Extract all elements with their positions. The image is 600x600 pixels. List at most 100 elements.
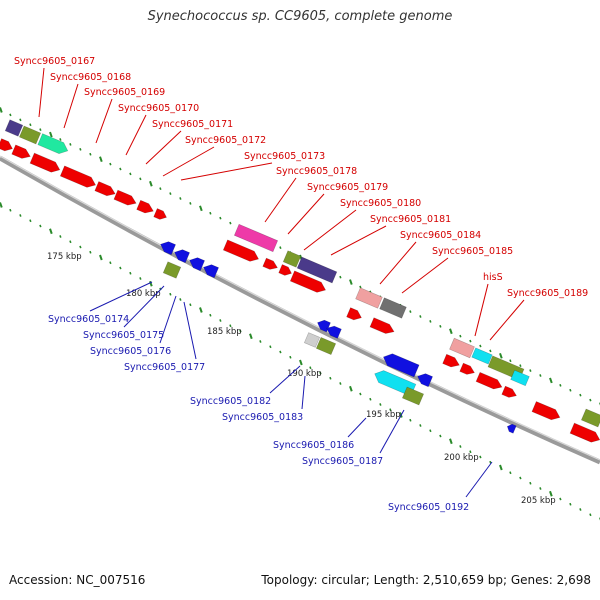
gene-feature[interactable] [94, 181, 117, 198]
tick-mark [129, 172, 132, 176]
tick-mark [489, 460, 492, 464]
gene-feature[interactable] [442, 353, 462, 369]
gene-label[interactable]: Syncc9605_0170 [118, 103, 199, 114]
tick-mark [569, 502, 572, 506]
genome-backbone [0, 155, 600, 465]
gene-feature[interactable] [415, 371, 433, 388]
tick-mark [99, 156, 103, 162]
gene-label[interactable]: Syncc9605_0185 [432, 246, 513, 257]
gene-feature[interactable] [201, 262, 219, 279]
gene-label[interactable]: Syncc9605_0177 [124, 362, 205, 373]
gene-label[interactable]: Syncc9605_0184 [400, 230, 481, 241]
gene-feature[interactable] [346, 307, 364, 323]
tick-row-upper [0, 107, 600, 406]
tick-mark [519, 476, 522, 480]
gene-feature[interactable] [158, 239, 176, 256]
gene-feature[interactable] [233, 223, 279, 253]
leader-line [145, 130, 182, 165]
gene-label[interactable]: Syncc9605_0178 [276, 166, 357, 177]
gene-feature[interactable] [580, 408, 600, 428]
gene-feature[interactable] [18, 125, 42, 145]
gene-feature[interactable] [11, 144, 32, 161]
tick-mark [569, 388, 572, 392]
gene-label[interactable]: Syncc9605_0174 [48, 314, 129, 325]
gene-feature[interactable] [187, 255, 205, 272]
gene-feature[interactable] [501, 385, 518, 400]
gene-feature[interactable] [136, 199, 156, 215]
leader-line [474, 283, 489, 337]
gene-feature[interactable] [315, 336, 337, 356]
kbp-label: 190 kbp [287, 369, 322, 379]
tick-mark [479, 344, 482, 348]
gene-label[interactable]: Syncc9605_0182 [190, 396, 271, 407]
gene-feature[interactable] [379, 297, 407, 319]
tick-mark [369, 397, 372, 401]
gene-label[interactable]: Syncc9605_0180 [340, 198, 421, 209]
tick-mark [49, 131, 53, 138]
gene-label[interactable]: Syncc9605_0168 [50, 72, 131, 83]
gene-feature[interactable] [459, 362, 476, 377]
gene-label[interactable]: Syncc9605_0187 [302, 456, 383, 467]
gene-feature[interactable] [153, 208, 169, 222]
gene-label[interactable]: Syncc9605_0169 [84, 87, 165, 98]
tick-mark [509, 471, 512, 475]
gene-label[interactable]: Syncc9605_0167 [14, 56, 95, 67]
gene-feature[interactable] [222, 239, 260, 264]
gene-feature[interactable] [369, 317, 396, 337]
gene-label[interactable]: Syncc9605_0181 [370, 214, 451, 225]
gene-label[interactable]: Syncc9605_0179 [307, 182, 388, 193]
gene-feature[interactable] [278, 264, 294, 278]
gene-feature[interactable] [303, 332, 321, 348]
gene-label[interactable]: Syncc9605_0175 [83, 330, 164, 341]
leader-line [303, 209, 357, 251]
leader-line [269, 365, 301, 394]
gene-feature[interactable] [569, 422, 600, 445]
tick-mark [529, 481, 532, 485]
gene-feature[interactable] [37, 133, 70, 157]
gene-feature[interactable] [289, 270, 327, 295]
gene-feature[interactable] [296, 256, 338, 284]
gene-label[interactable]: Syncc9605_0172 [185, 135, 266, 146]
gene-feature[interactable] [531, 401, 562, 422]
gene-feature[interactable] [325, 324, 342, 339]
tick-mark [199, 205, 203, 212]
gene-label[interactable]: Syncc9605_0189 [507, 288, 588, 299]
gene-label[interactable]: Syncc9605_0186 [273, 440, 354, 451]
gene-feature[interactable] [262, 257, 279, 272]
gene-label[interactable]: Syncc9605_0192 [388, 502, 469, 513]
kbp-label: 205 kbp [521, 496, 556, 506]
gene-feature[interactable] [29, 152, 62, 175]
gene-label[interactable]: Syncc9605_0171 [152, 119, 233, 130]
gene-feature[interactable] [4, 119, 24, 137]
gene-feature[interactable] [59, 165, 97, 190]
tick-mark [279, 246, 282, 250]
gene-features [0, 119, 600, 445]
gene-feature[interactable] [0, 138, 14, 154]
tick-mark [29, 219, 32, 223]
tick-mark [309, 366, 312, 370]
gene-feature[interactable] [449, 337, 475, 359]
tick-mark [69, 143, 72, 146]
gene-feature[interactable] [282, 250, 302, 268]
tick-mark [209, 313, 212, 317]
gene-feature[interactable] [471, 347, 493, 365]
gene-feature[interactable] [162, 261, 182, 279]
gene-feature[interactable] [510, 369, 530, 387]
gene-feature[interactable] [172, 247, 190, 264]
gene-feature[interactable] [113, 189, 138, 208]
kbp-label: 200 kbp [444, 453, 479, 463]
gene-feature[interactable] [506, 423, 517, 434]
gene-label[interactable]: Syncc9605_0183 [222, 412, 303, 423]
gene-feature[interactable] [381, 351, 420, 378]
tick-mark [59, 138, 62, 141]
forward-gene-labels: Syncc9605_0167 Syncc9605_0168 Syncc9605_… [14, 56, 588, 299]
gene-feature[interactable] [355, 287, 383, 309]
leader-line [379, 241, 417, 285]
gene-label[interactable]: Syncc9605_0173 [244, 151, 325, 162]
tick-mark [349, 279, 353, 285]
gene-label[interactable]: Syncc9605_0176 [90, 346, 171, 357]
tick-mark [559, 497, 562, 501]
gene-label[interactable]: hisS [483, 272, 503, 283]
gene-feature[interactable] [401, 386, 425, 406]
gene-feature[interactable] [475, 371, 504, 391]
